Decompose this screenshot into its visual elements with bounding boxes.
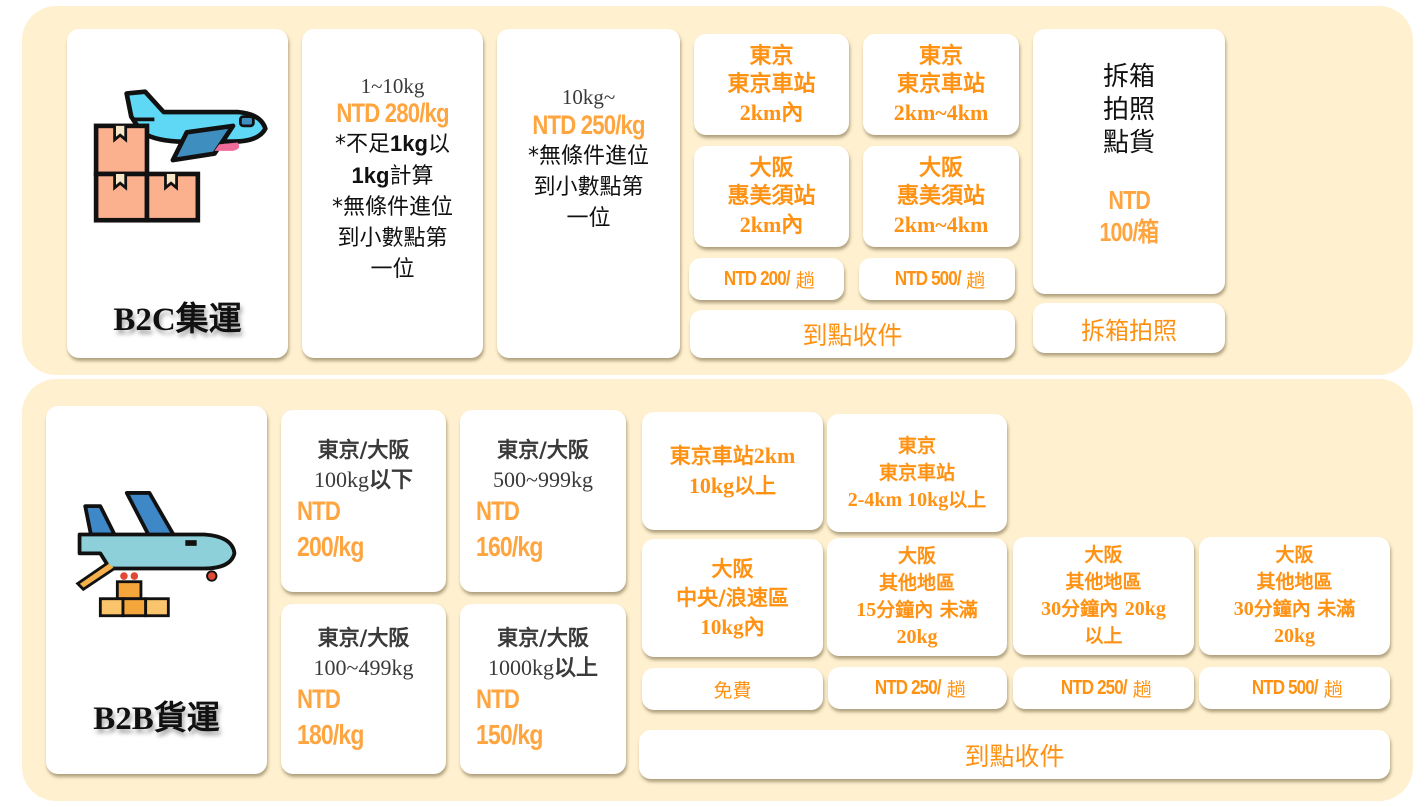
- note-line: 一位: [566, 206, 611, 231]
- note-line: *無條件進位: [331, 195, 453, 220]
- b2b-title: B2B貨運: [93, 701, 220, 737]
- b2b-pickup-osaka-central: 大阪 中央/浪速區 10kg內: [642, 539, 823, 657]
- b2b-fee-500: NTD 500/趟: [1199, 667, 1390, 709]
- pickup-zone-tokyo-2km: 東京 東京車站 2km內: [694, 34, 849, 135]
- b2b-fee-free: 免費: [642, 668, 823, 710]
- unboxing-price: 100/箱: [1099, 217, 1160, 247]
- pickup-zone-osaka-2-4km: 大阪 惠美須站 2km~4km: [863, 146, 1019, 247]
- weight-range: 10kg~: [561, 85, 616, 109]
- cargo-plane-loading-icon: [72, 484, 242, 619]
- b2b-fee-250: NTD 250/趟: [828, 667, 1007, 709]
- note-line: 1kg計算: [351, 163, 434, 189]
- b2b-pickup-osaka-15min: 大阪 其他地區 15分鐘內 未滿 20kg: [827, 538, 1007, 656]
- note-line: *無條件進位: [527, 144, 649, 169]
- pickup-zone-tokyo-2-4km: 東京 東京車站 2km~4km: [863, 34, 1019, 135]
- note-line: *不足1kg以: [335, 131, 450, 157]
- b2b-pickup-tokyo-2-4km: 東京 東京車站 2-4km 10kg以上: [827, 414, 1007, 532]
- pickup-zone-osaka-2km: 大阪 惠美須站 2km內: [694, 146, 849, 247]
- b2b-fee-250: NTD 250/趟: [1013, 667, 1194, 709]
- b2b-pickup-osaka-30min-under-20kg: 大阪 其他地區 30分鐘內 未滿 20kg: [1199, 537, 1390, 655]
- b2b-pickup-tokyo-2km: 東京車站2km 10kg以上: [642, 412, 823, 530]
- airplane-with-boxes-icon: [85, 74, 270, 224]
- unboxing-card: 拆箱 拍照 點貨 NTD 100/箱: [1033, 29, 1225, 294]
- unboxing-price: NTD: [1108, 185, 1150, 215]
- b2c-title: B2C集運: [113, 302, 242, 338]
- price: NTD 250/kg: [532, 110, 645, 140]
- price: NTD 280/kg: [336, 98, 449, 128]
- note-line: 到小數點第: [337, 226, 448, 251]
- pickup-fee-200: NTD 200/趟: [689, 258, 844, 300]
- b2c-title-card: B2C集運: [67, 29, 288, 358]
- note-line: 一位: [370, 257, 415, 282]
- b2b-pickup-service-button[interactable]: 到點收件: [639, 730, 1390, 779]
- pickup-service-button[interactable]: 到點收件: [690, 310, 1015, 358]
- b2b-title-card: B2B貨運: [46, 406, 267, 774]
- weight-range: 1~10kg: [360, 74, 425, 98]
- b2c-rate-10kg-plus-card: 10kg~ NTD 250/kg *無條件進位 到小數點第 一位: [497, 29, 680, 358]
- unboxing-service-button[interactable]: 拆箱拍照: [1033, 303, 1225, 353]
- note-line: 到小數點第: [533, 175, 644, 200]
- b2c-rate-1-10kg-card: 1~10kg NTD 280/kg *不足1kg以 1kg計算 *無條件進位 到…: [302, 29, 483, 358]
- b2b-pickup-osaka-30min-20kg-above: 大阪 其他地區 30分鐘內 20kg 以上: [1013, 537, 1194, 655]
- pickup-fee-500: NTD 500/趟: [859, 258, 1015, 300]
